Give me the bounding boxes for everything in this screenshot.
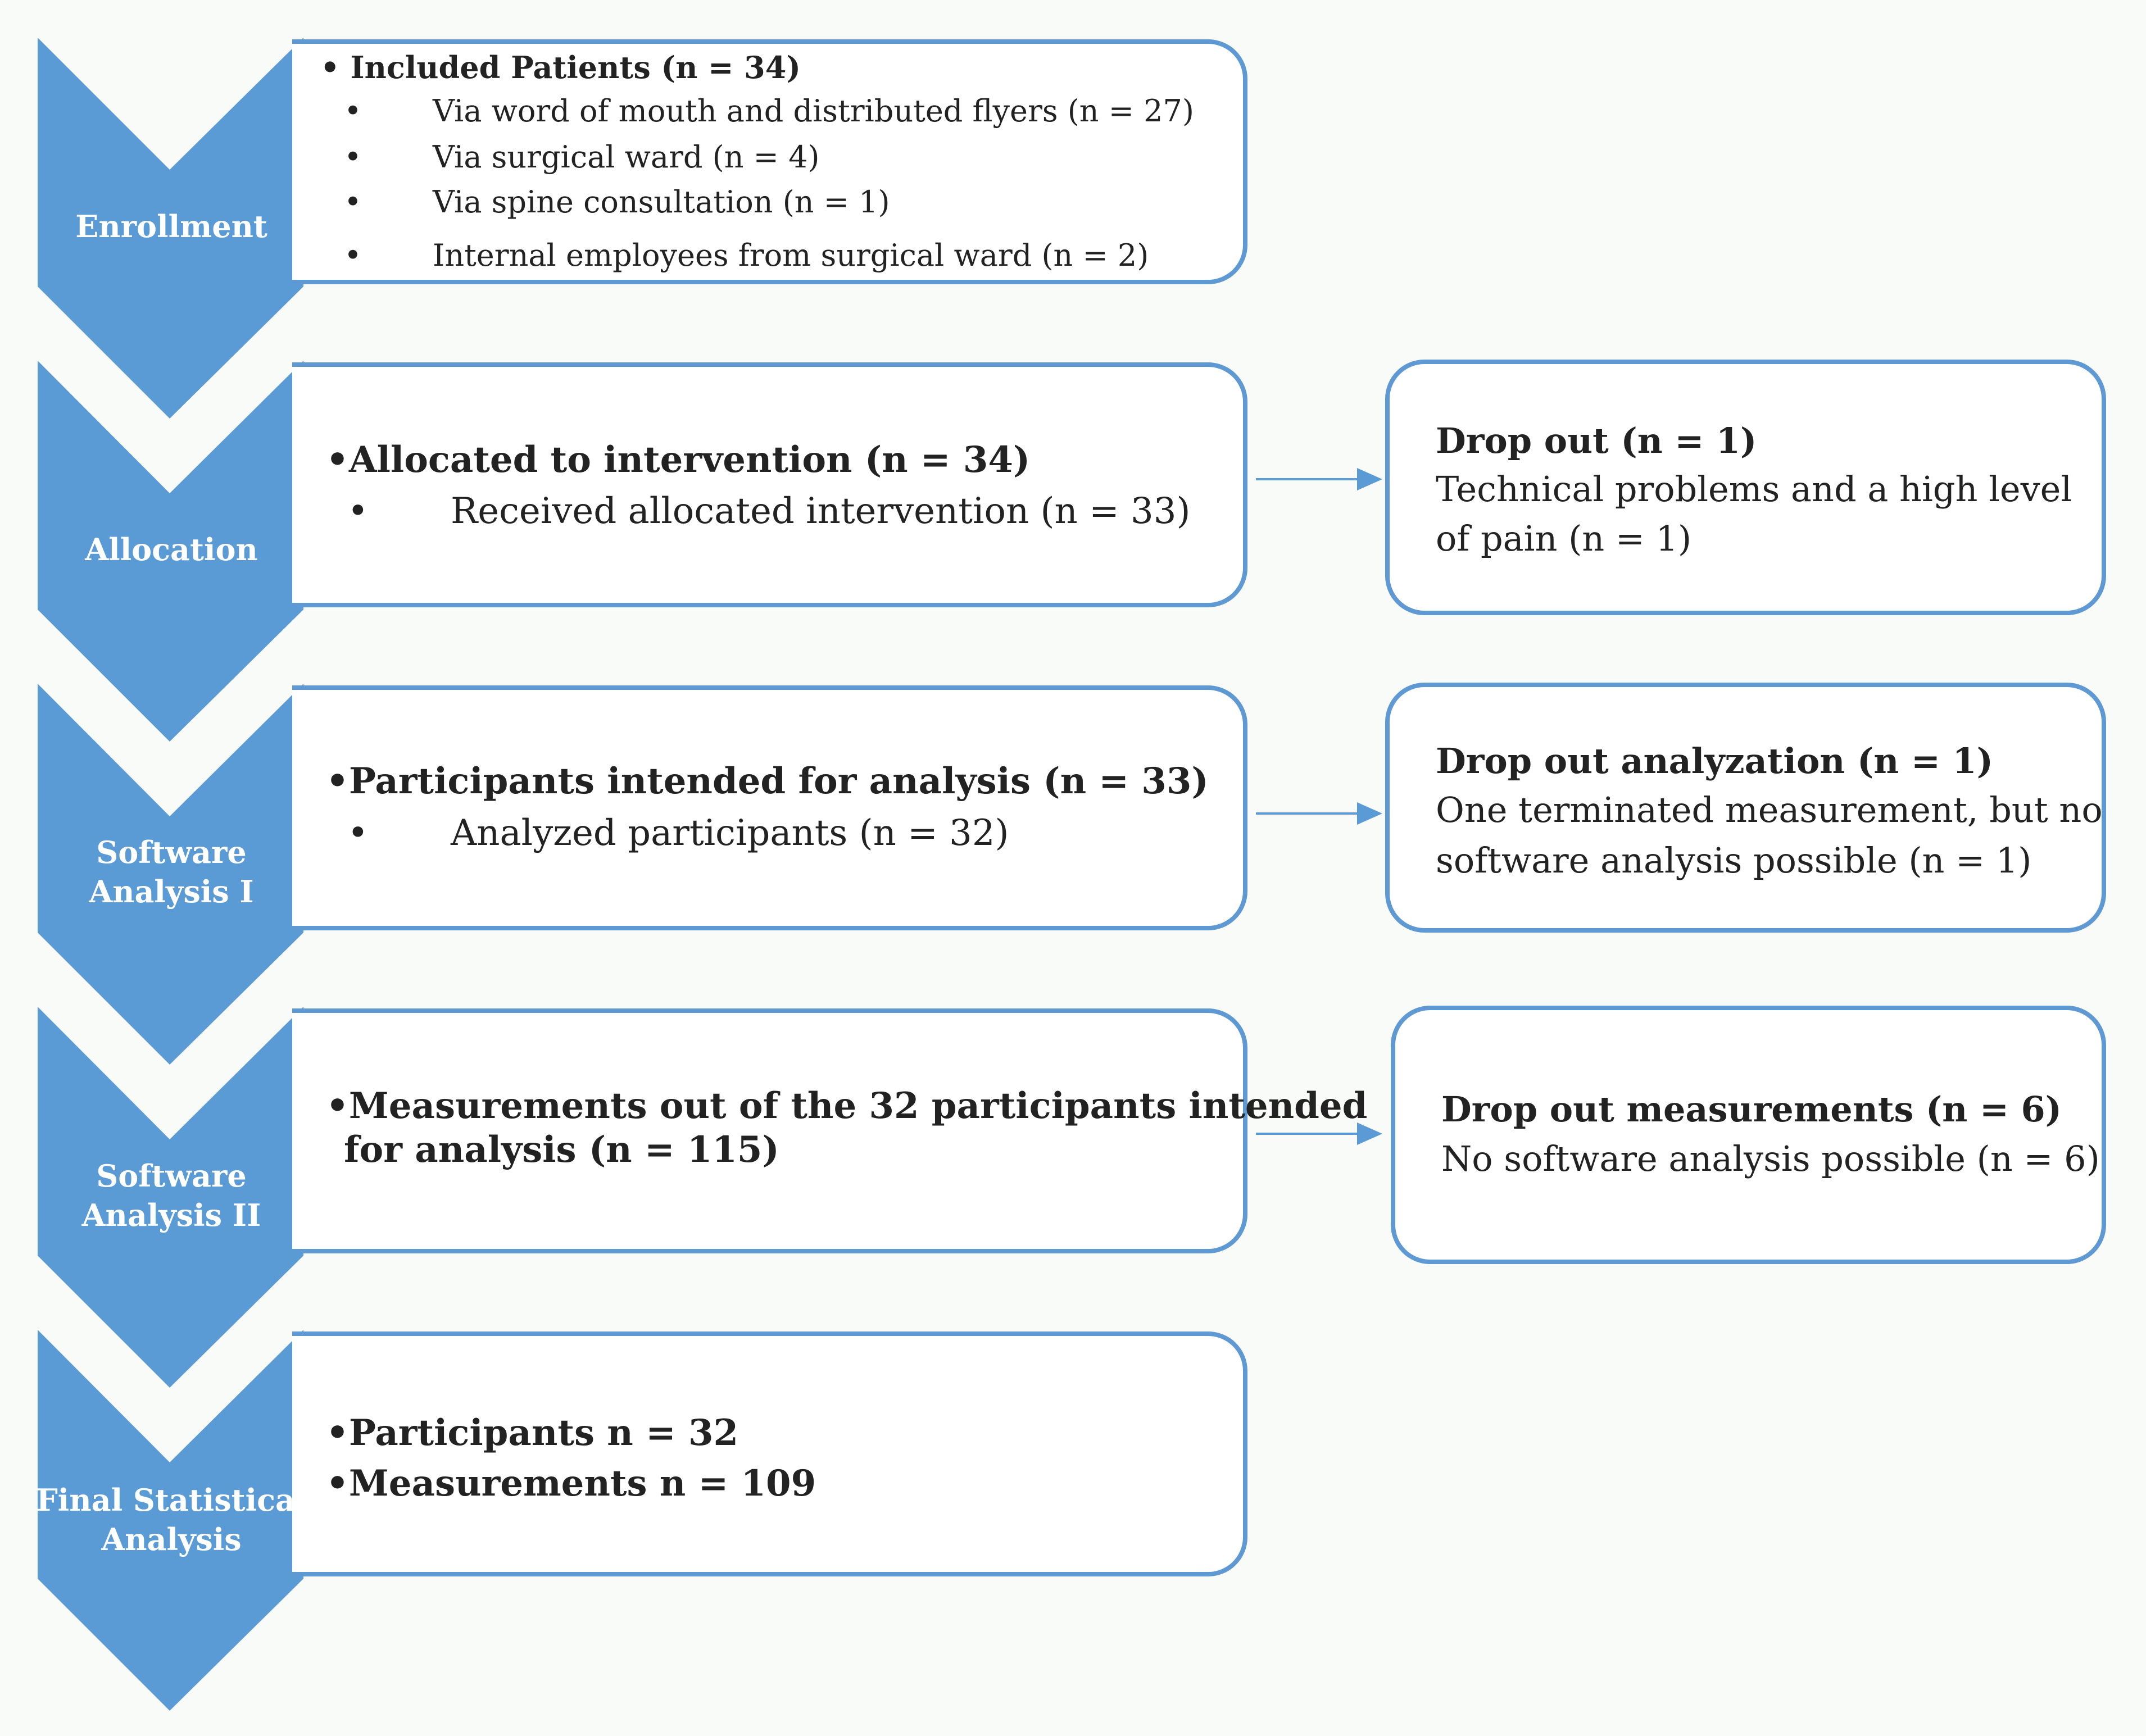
software-analysis-1-box: •Participants intended for analysis (n =… bbox=[292, 685, 1247, 930]
stage-label-software-analysis-1: Software Analysis I bbox=[89, 834, 254, 910]
software-analysis-1-heading: •Participants intended for analysis (n =… bbox=[326, 760, 1209, 802]
dropout-reason: Technical problems and a high level bbox=[1436, 469, 2072, 510]
software-analysis-2-box: •Measurements out of the 32 participants… bbox=[292, 1008, 1367, 1253]
enrollment-item: Via surgical ward (n = 4) bbox=[433, 139, 820, 175]
enrollment-box: • Included Patients (n = 34) • Via word … bbox=[292, 39, 1247, 284]
stage-label-enrollment: Enrollment bbox=[75, 208, 267, 244]
allocation-heading: •Allocated to intervention (n = 34) bbox=[326, 439, 1031, 481]
stage-label-allocation: Allocation bbox=[85, 531, 258, 567]
enrollment-item: Via spine consultation (n = 1) bbox=[433, 184, 890, 220]
bullet-dot: • bbox=[347, 812, 369, 854]
dropout-title: Drop out analyzation (n = 1) bbox=[1436, 740, 1993, 781]
chevron-enrollment bbox=[38, 38, 303, 419]
allocation-box: •Allocated to intervention (n = 34) • Re… bbox=[292, 362, 1247, 607]
arrow-analysis2-dropout bbox=[1256, 1123, 1382, 1145]
bullet-dot: • bbox=[344, 238, 362, 273]
dropout-title: Drop out (n = 1) bbox=[1436, 420, 1757, 461]
software-analysis-2-heading-cont: for analysis (n = 115) bbox=[344, 1129, 779, 1171]
dropout-box-analysis1: Drop out analyzation (n = 1) One termina… bbox=[1385, 683, 2106, 933]
dropout-reason: One terminated measurement, but no bbox=[1436, 789, 2103, 830]
bullet-dot: • bbox=[344, 93, 362, 129]
dropout-reason: of pain (n = 1) bbox=[1436, 518, 1692, 559]
dropout-box-allocation: Drop out (n = 1) Technical problems and … bbox=[1385, 360, 2106, 615]
arrow-allocation-dropout bbox=[1256, 468, 1382, 490]
dropout-reason: software analysis possible (n = 1) bbox=[1436, 840, 2032, 881]
allocation-item: Received allocated intervention (n = 33) bbox=[451, 490, 1191, 532]
final-analysis-box: •Participants n = 32 •Measurements n = 1… bbox=[292, 1331, 1247, 1576]
final-measurements: •Measurements n = 109 bbox=[326, 1462, 816, 1505]
chevron-final-analysis bbox=[38, 1330, 303, 1711]
chevron-allocation bbox=[38, 361, 303, 742]
stage-label-software-analysis-2: Software Analysis II bbox=[81, 1158, 261, 1233]
bullet-dot: • bbox=[347, 490, 369, 532]
chevron-software-analysis-1 bbox=[38, 684, 303, 1065]
stage-label-final-analysis: Final Statistical Analysis bbox=[36, 1482, 307, 1557]
arrow-analysis1-dropout bbox=[1256, 802, 1382, 825]
dropout-box-analysis2: Drop out measurements (n = 6) No softwar… bbox=[1391, 1006, 2106, 1264]
enrollment-item: Internal employees from surgical ward (n… bbox=[433, 238, 1149, 273]
software-analysis-2-heading: •Measurements out of the 32 participants… bbox=[326, 1085, 1368, 1127]
enrollment-item: Via word of mouth and distributed flyers… bbox=[433, 93, 1194, 129]
chevron-software-analysis-2 bbox=[38, 1007, 303, 1388]
enrollment-heading: • Included Patients (n = 34) bbox=[320, 49, 801, 85]
dropout-title: Drop out measurements (n = 6) bbox=[1441, 1089, 2062, 1130]
software-analysis-1-item: Analyzed participants (n = 32) bbox=[451, 812, 1009, 854]
bullet-dot: • bbox=[344, 184, 362, 220]
bullet-dot: • bbox=[344, 139, 362, 175]
final-participants: •Participants n = 32 bbox=[326, 1412, 739, 1454]
dropout-reason: No software analysis possible (n = 6) bbox=[1441, 1138, 2100, 1179]
